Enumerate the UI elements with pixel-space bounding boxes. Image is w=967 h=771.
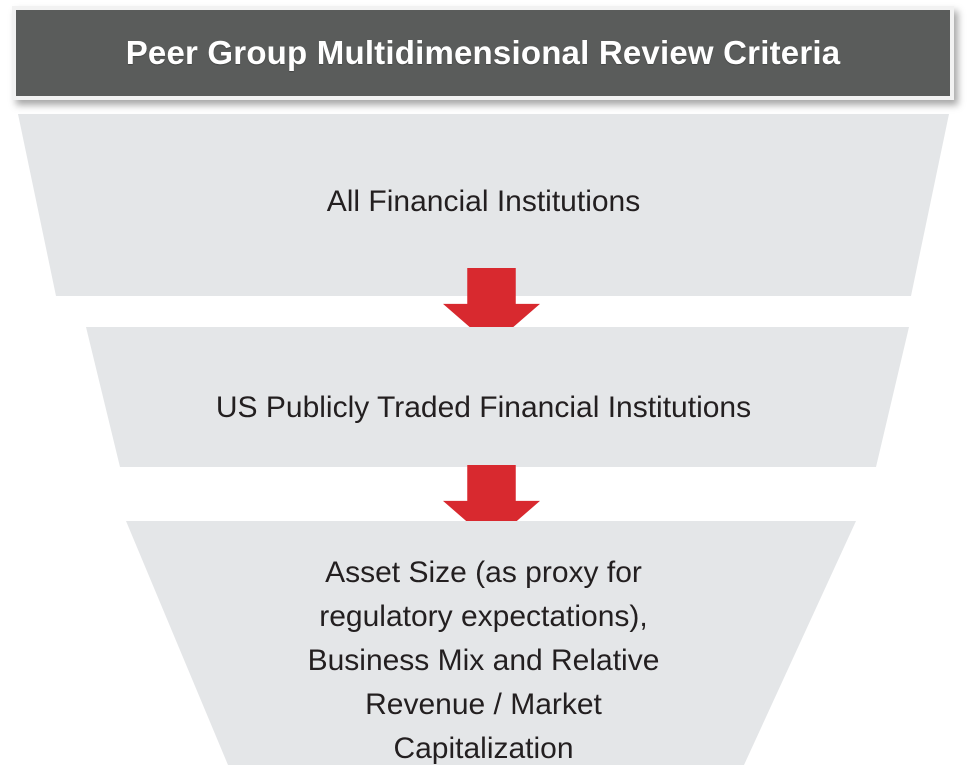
funnel-stage-2-label: US Publicly Traded Financial Institution…	[215, 391, 752, 424]
page-title: Peer Group Multidimensional Review Crite…	[125, 34, 841, 71]
funnel-stage-2-shape	[86, 327, 909, 467]
funnel-stage-3-shape	[126, 521, 856, 765]
funnel-stage-1-label: All Financial Institutions	[326, 185, 641, 218]
page-title-banner: Peer Group Multidimensional Review Crite…	[12, 6, 954, 100]
funnel-stage-1-shape	[18, 114, 949, 296]
funnel-stage-3-label: Asset Size (as proxy for regulatory expe…	[307, 556, 660, 765]
